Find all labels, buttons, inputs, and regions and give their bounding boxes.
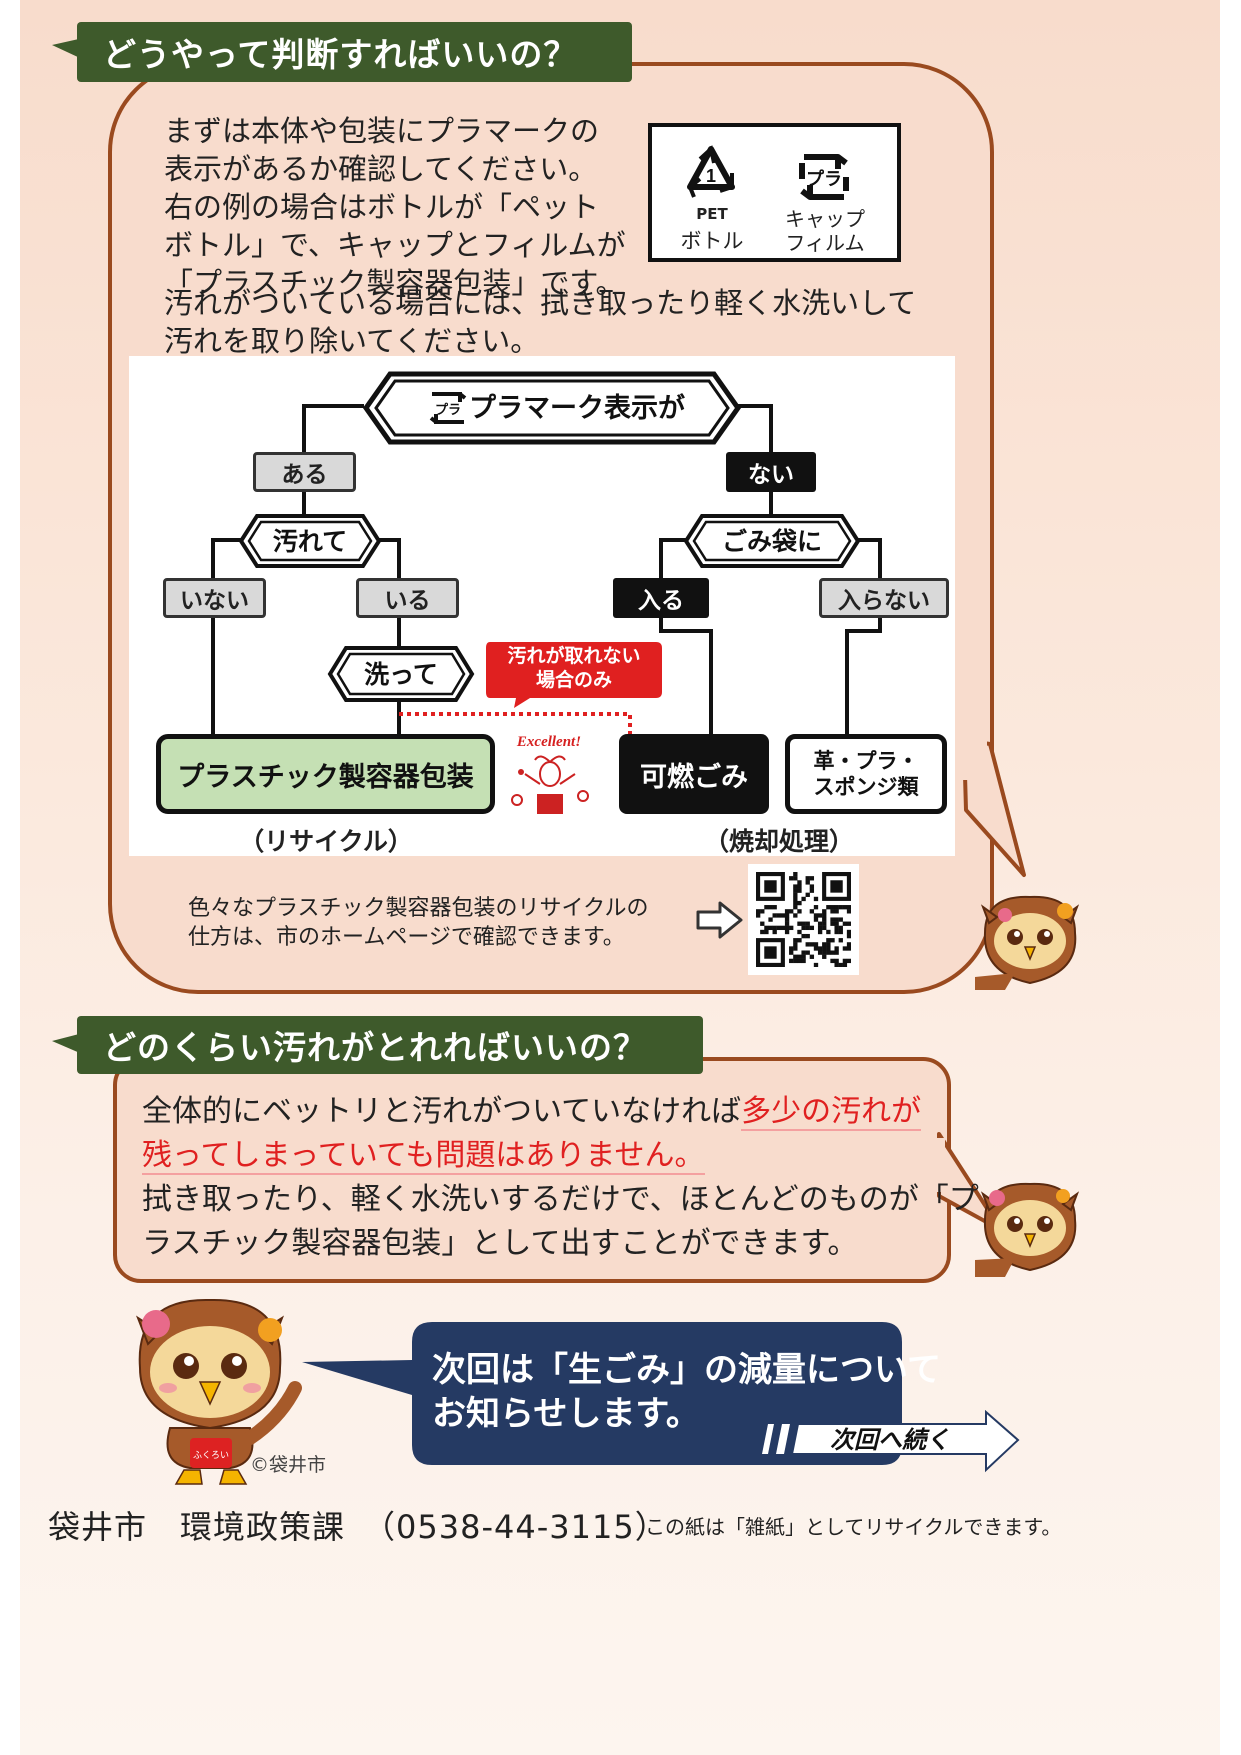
section2-line-1-red: 多少の汚れが <box>741 1094 922 1131</box>
flow-bag-decision: ごみ袋に <box>683 514 861 568</box>
flow-top-pla-mark: プラ <box>435 403 461 418</box>
pet-label: PET <box>696 205 728 223</box>
intro-line: 「プラスチック製容器包装」です。 <box>164 266 625 300</box>
intro-line: ボトル」で、キャップとフィルムが <box>164 228 626 262</box>
pla-caption-1: キャップ <box>785 207 865 231</box>
qr-line: 色々なプラスチック製容器包装のリサイクルの <box>188 896 649 921</box>
flow-top-decision: プラ プラマーク表示が <box>362 371 742 445</box>
owl-mascot-2 <box>975 1182 1080 1277</box>
section2-line-3: 拭き取ったり、軽く水洗いするだけで、ほとんどのものが「プ <box>142 1182 979 1217</box>
leather-line-1: 革・プラ・ <box>813 749 919 773</box>
flow-not-fits-pill: 入らない <box>819 578 949 618</box>
owl-mascot-1 <box>975 895 1080 990</box>
excellent-stamp: Excellent! <box>499 734 599 824</box>
page: どうやって判断すればいいの？ まずは本体や包装にプラマークの 表示があるか確認し… <box>20 0 1220 1755</box>
flow-bag-label: ごみ袋に <box>722 527 822 556</box>
footer-note: この紙は「雑紙」としてリサイクルできます。 <box>645 1515 1062 1539</box>
section2-bubble-tail <box>935 1132 1003 1232</box>
qr-text: 色々なプラスチック製容器包装のリサイクルの 仕方は、市のホームページで確認できま… <box>188 894 648 952</box>
flow-is-dirty-pill: いる <box>356 578 459 618</box>
next-notice-shape <box>302 1322 902 1465</box>
flowchart-panel: プラ プラマーク表示が ある ない 汚れて ごみ袋に いない いる 入る 入らな… <box>129 356 955 856</box>
flow-not-dirty-pill: いない <box>163 578 266 618</box>
flow-dirty-decision: 汚れて <box>238 514 382 568</box>
cannot-clean-line-2: 場合のみ <box>535 669 612 691</box>
section2-line-1-plain: 全体的にベットリと汚れがついていなければ <box>142 1094 742 1129</box>
pla-caption: キャップ フィルム <box>770 207 880 255</box>
qr-line: 仕方は、市のホームページで確認できます。 <box>188 925 625 950</box>
pet-number: 1 <box>706 166 716 186</box>
arrow-right-icon <box>696 901 743 939</box>
continue-arrow[interactable] <box>760 1410 1020 1482</box>
footer-contact: 袋井市 環境政策課 （0538-44-3115） <box>48 1502 668 1548</box>
flow-no-pill: ない <box>726 452 816 492</box>
recycle-result-box: プラスチック製容器包装 <box>156 734 495 814</box>
wash-text: 汚れがついている場合には、拭き取ったり軽く水洗いして 汚れを取り除いてください。 <box>164 284 916 360</box>
intro-line: 右の例の場合はボトルが「ペット <box>164 190 600 224</box>
pla-mark-text: プラ <box>806 168 842 190</box>
section2-heading: どのくらい汚れがとれればいいの？ <box>77 1016 703 1074</box>
next-notice-text: 次回は「生ごみ」の減量について お知らせします。 <box>432 1348 941 1436</box>
section1-heading-text: どうやって判断すればいいの？ <box>103 35 578 74</box>
flow-fits-pill: 入る <box>613 578 709 618</box>
wash-line: 汚れがついている場合には、拭き取ったり軽く水洗いして <box>164 286 917 320</box>
section2-text: 全体的にベットリと汚れがついていなければ多少の汚れが 残ってしまっていても問題は… <box>142 1090 979 1266</box>
mark-example-box: 1 PET ボトル プラ キャップ フィルム <box>648 123 901 262</box>
sprout-mascot-icon <box>511 755 589 814</box>
intro-line: 表示があるか確認してください。 <box>164 152 598 186</box>
pet-recycle-icon: 1 <box>687 145 735 198</box>
qr-code-pattern <box>756 872 851 967</box>
mascot-copyright: ©袋井市 <box>250 1454 327 1476</box>
flow-top-label: プラマーク表示が <box>469 392 685 424</box>
leather-result-box: 革・プラ・ スポンジ類 <box>785 734 947 814</box>
flowchart-lines <box>211 404 882 734</box>
flow-yes-pill: ある <box>253 452 356 492</box>
cannot-clean-callout-shape <box>486 642 662 708</box>
burnable-result-box: 可燃ごみ <box>619 734 769 814</box>
section1-bubble-tail <box>960 740 1026 877</box>
wash-line: 汚れを取り除いてください。 <box>164 324 540 358</box>
section2-line-4: ラスチック製容器包装」として出すことができます。 <box>142 1226 858 1261</box>
section2-line-2: 残ってしまっていても問題はありません。 <box>142 1134 979 1178</box>
section2-line-1: 全体的にベットリと汚れがついていなければ多少の汚れが <box>142 1090 979 1134</box>
burn-caption: （焼却処理） <box>703 827 854 856</box>
excellent-text: Excellent! <box>516 734 582 750</box>
recycle-caption: （リサイクル） <box>239 827 413 856</box>
flow-dirty-label: 汚れて <box>273 527 347 556</box>
flow-wash-label: 洗って <box>364 660 438 689</box>
pla-caption-2: フィルム <box>785 231 865 255</box>
footer-phone: （0538-44-3115） <box>363 1508 668 1546</box>
qr-code[interactable] <box>748 864 859 975</box>
pet-caption: ボトル <box>680 229 744 253</box>
section2-heading-text: どのくらい汚れがとれればいいの？ <box>103 1028 647 1067</box>
section1-heading: どうやって判断すればいいの？ <box>77 22 632 82</box>
pla-mark-icon: プラ <box>799 154 849 200</box>
leather-line-2: スポンジ類 <box>813 775 919 799</box>
intro-text: まずは本体や包装にプラマークの 表示があるか確認してください。 右の例の場合はボ… <box>164 112 626 302</box>
next-line-1: 次回は「生ごみ」の減量について <box>432 1350 941 1390</box>
intro-line: まずは本体や包装にプラマークの <box>164 114 600 148</box>
owl-mascot-large: ふくろい <box>135 1298 302 1485</box>
flow-wash-step: 洗って <box>327 646 475 702</box>
footer-department: 袋井市 環境政策課 <box>48 1508 346 1546</box>
mascot-apron-text: ふくろい <box>193 1450 229 1461</box>
continue-label[interactable]: 次回へ続く <box>830 1426 950 1454</box>
section2-line-2-red: 残ってしまっていても問題はありません。 <box>142 1138 705 1175</box>
cannot-clean-line-1: 汚れが取れない <box>507 645 641 667</box>
next-line-2: お知らせします。 <box>432 1394 700 1434</box>
cannot-clean-callout: 汚れが取れない 場合のみ <box>486 644 662 692</box>
